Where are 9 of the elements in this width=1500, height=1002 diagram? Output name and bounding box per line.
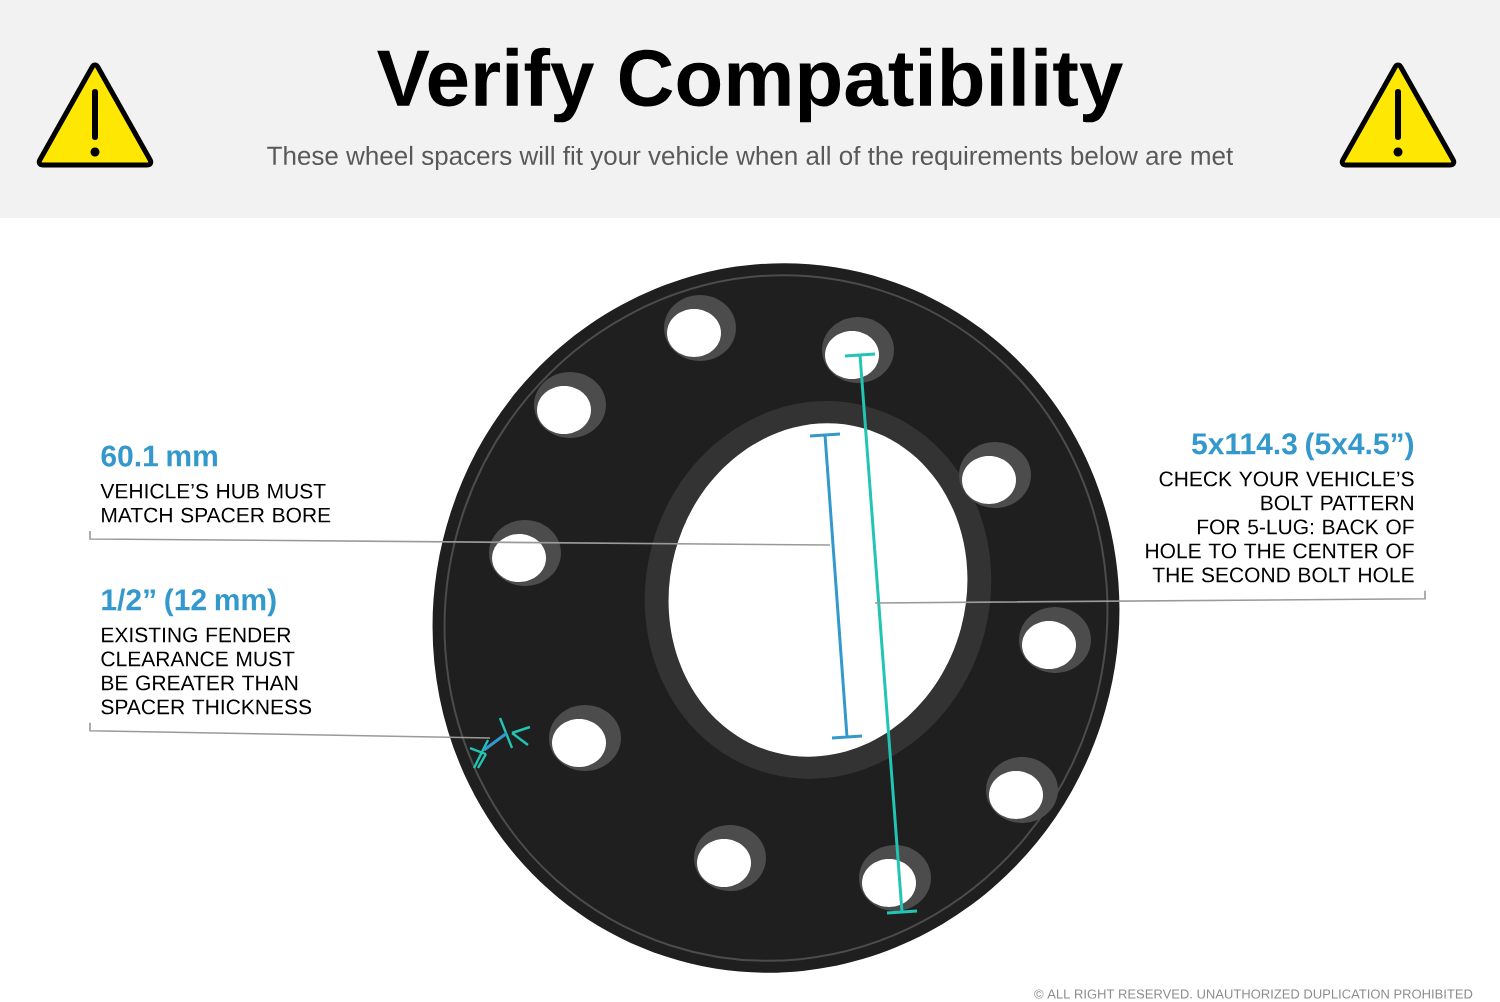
callout-text: 60.1 mm VEHICLE’S HUB MUST MATCH SPACER BORE <box>100 445 331 523</box>
leader-line <box>89 530 831 546</box>
callout-text: 1/2” (12 mm) EXISTING FENDER CLEARANCE MUST BE GREATER THAN SPACER THICKNESS <box>101 588 312 715</box>
leader-line <box>874 589 1426 604</box>
callout-text: 5x114.3 (5x4.5”) CHECK YOUR VEHICLE’S BOLT PATTERN FOR 5-LUG: BACK OF HOLE TO THE CENTER OF THE SECOND BOLT HOLE <box>1146 432 1414 583</box>
copyright-note: © ALL RIGHT RESERVED. UNAUTHORIZED DUPLICATION PROHIBITED <box>1034 989 1473 999</box>
title: Verify Compatibility <box>377 47 1123 123</box>
leader-line <box>89 721 491 739</box>
subtitle: These wheel spacers will fit your vehicle when all of the requirements below are met <box>267 145 1233 171</box>
